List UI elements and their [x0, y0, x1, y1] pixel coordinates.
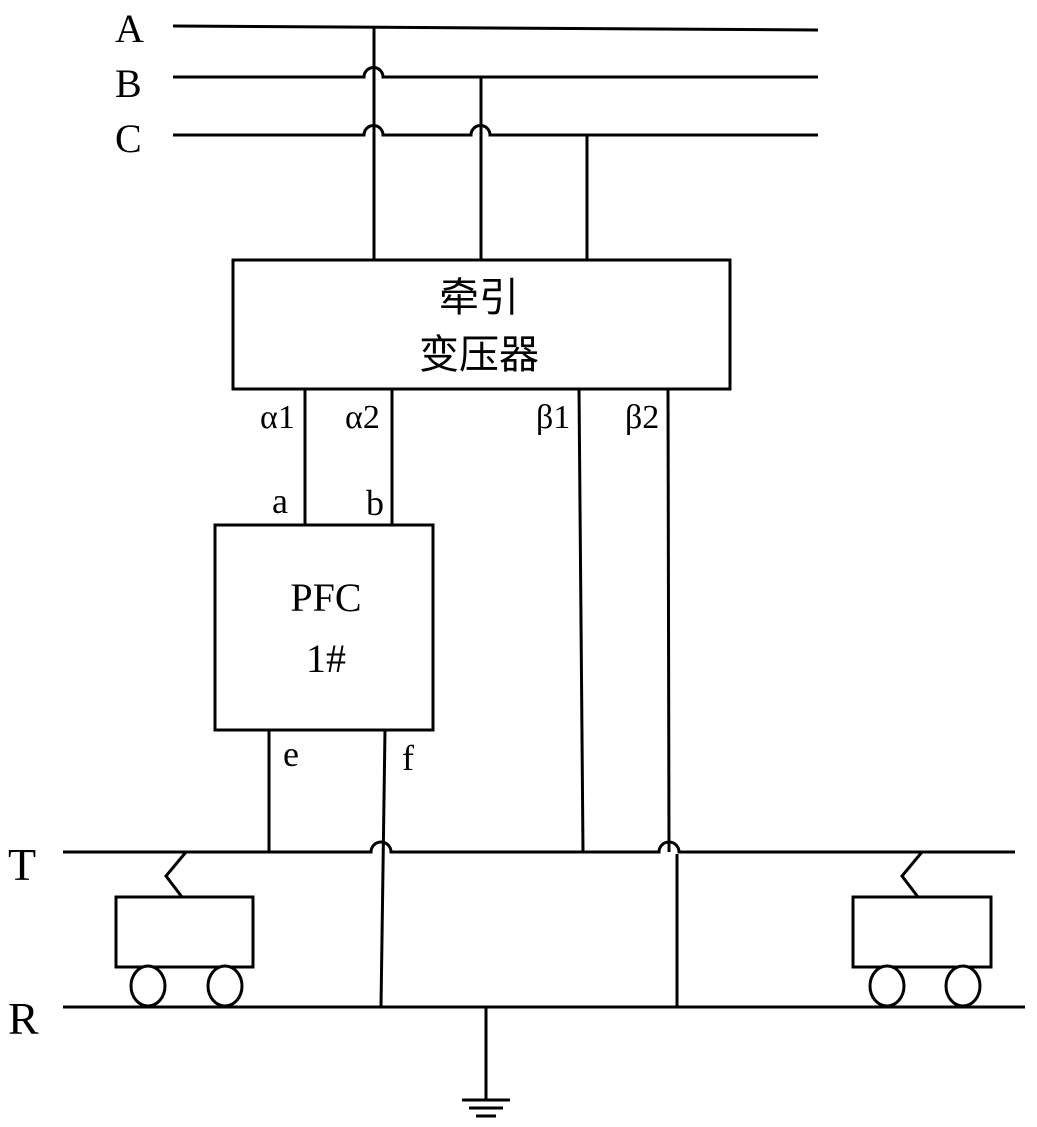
pfc-label-line2: 1#: [306, 636, 346, 681]
left-locomotive-icon: [116, 852, 253, 1006]
terminal-beta2-label: β2: [625, 399, 659, 436]
right-locomotive-icon: [853, 852, 991, 1006]
right-locomotive-wheel-1: [870, 966, 904, 1006]
phase-a-label: A: [115, 6, 144, 51]
pfc-terminal-f-label: f: [402, 738, 414, 778]
contact-line-t: [63, 842, 1015, 852]
left-locomotive-wheel-2: [208, 966, 242, 1006]
beta2-lead-upper: [668, 389, 669, 852]
phase-a-line: [173, 26, 818, 30]
right-pantograph-icon: [902, 852, 922, 897]
phase-c-line: [173, 126, 818, 136]
terminal-alpha2-label: α2: [345, 399, 380, 436]
phase-c-label: C: [115, 116, 142, 161]
pfc-f-lead: [381, 730, 385, 1007]
left-locomotive-body: [116, 897, 253, 967]
phase-b-line: [173, 68, 818, 78]
pfc-terminal-a-label: a: [272, 481, 288, 521]
transformer-label-line1: 牵引: [439, 275, 519, 321]
ground-icon: [462, 1007, 510, 1116]
terminal-alpha1-label: α1: [260, 399, 295, 436]
rail-t-label: T: [8, 839, 36, 890]
terminal-beta1-label: β1: [536, 399, 570, 436]
beta1-lead: [579, 389, 583, 852]
phase-b-label: B: [115, 61, 142, 106]
right-locomotive-wheel-2: [946, 966, 980, 1006]
right-locomotive-body: [853, 897, 991, 967]
pfc-terminal-e-label: e: [283, 734, 299, 774]
rail-r-label: R: [8, 993, 39, 1044]
transformer-label-line2: 变压器: [419, 332, 539, 378]
left-pantograph-icon: [166, 852, 186, 897]
left-locomotive-wheel-1: [131, 966, 165, 1006]
pfc-label-line1: PFC: [290, 575, 361, 620]
pfc-terminal-b-label: b: [366, 483, 384, 523]
pfc-box: [215, 525, 433, 730]
